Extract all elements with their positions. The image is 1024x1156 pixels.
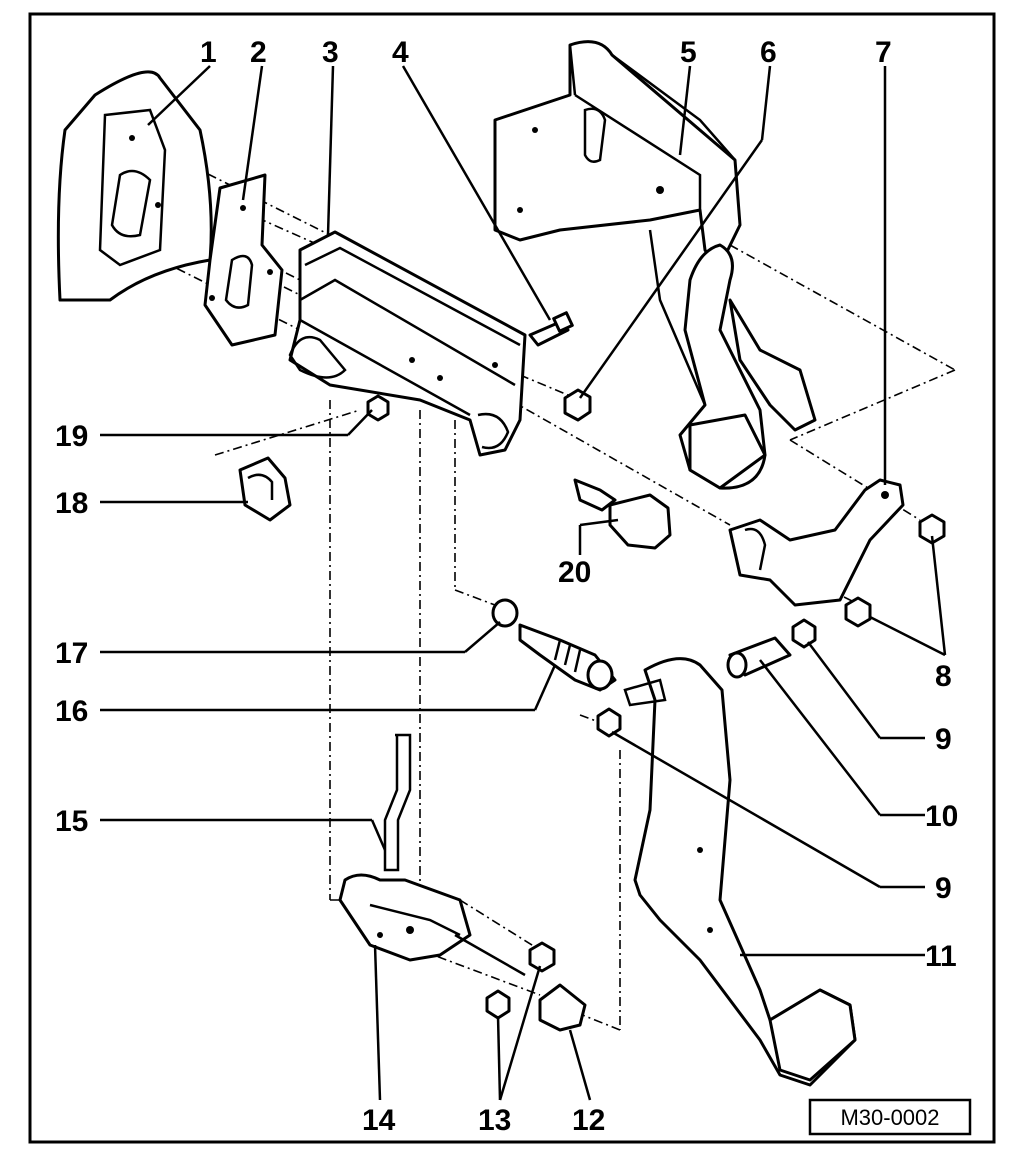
callout-19: 19: [55, 420, 88, 453]
part-4-bolt: [528, 311, 574, 347]
callout-16: 16: [55, 695, 88, 728]
figure-code: M30-0002: [840, 1105, 939, 1130]
assembly-lines: [139, 139, 956, 1031]
callout-3: 3: [322, 36, 339, 69]
callout-1: 1: [200, 36, 217, 69]
part-20-brake-light-switch: [573, 478, 672, 550]
part-15-hose: [383, 733, 412, 872]
callout-labels: 1 2 3 4 5 6 7 8 9 9 10 11 12 13 14 15 16…: [55, 36, 958, 1137]
part-6-nut: [563, 388, 592, 422]
part-8-nuts: [844, 513, 946, 628]
part-17-clip: [491, 598, 519, 628]
callout-9b: 9: [935, 872, 952, 905]
callout-20: 20: [558, 556, 591, 589]
callout-17: 17: [55, 637, 88, 670]
callout-6: 6: [760, 36, 777, 69]
callout-14: 14: [362, 1104, 396, 1137]
callout-13: 13: [478, 1104, 511, 1137]
callout-8: 8: [935, 660, 952, 693]
part-10-sleeve: [726, 636, 792, 679]
callout-9a: 9: [935, 723, 952, 756]
callout-2: 2: [250, 36, 267, 69]
callout-11: 11: [925, 940, 957, 973]
leader-lines: [100, 65, 947, 1101]
part-2-gasket-plate: [203, 173, 284, 347]
part-1-bulkhead-panel: [56, 70, 213, 302]
callout-5: 5: [680, 36, 697, 69]
part-5-pedal-bracket: [493, 40, 817, 490]
part-14-master-cylinder: [338, 873, 526, 977]
callout-7: 7: [875, 36, 892, 69]
callout-15: 15: [55, 805, 88, 838]
part-19-nut: [366, 394, 390, 422]
figure-code-box: M30-0002: [808, 1098, 972, 1136]
part-7-pedal-lever: [728, 478, 905, 607]
part-9-nuts: [596, 618, 817, 738]
part-18-bushing: [238, 456, 292, 522]
callout-10: 10: [925, 800, 958, 833]
part-13-nuts: [485, 941, 556, 1020]
callout-18: 18: [55, 487, 88, 520]
figure-frame: [28, 12, 996, 1144]
callout-12: 12: [572, 1104, 605, 1137]
part-12-bushing: [538, 983, 587, 1032]
part-16-spring: [518, 623, 617, 692]
part-11-clutch-pedal: [623, 657, 857, 1087]
callout-4: 4: [392, 36, 409, 69]
part-3-booster-housing: [288, 230, 527, 457]
